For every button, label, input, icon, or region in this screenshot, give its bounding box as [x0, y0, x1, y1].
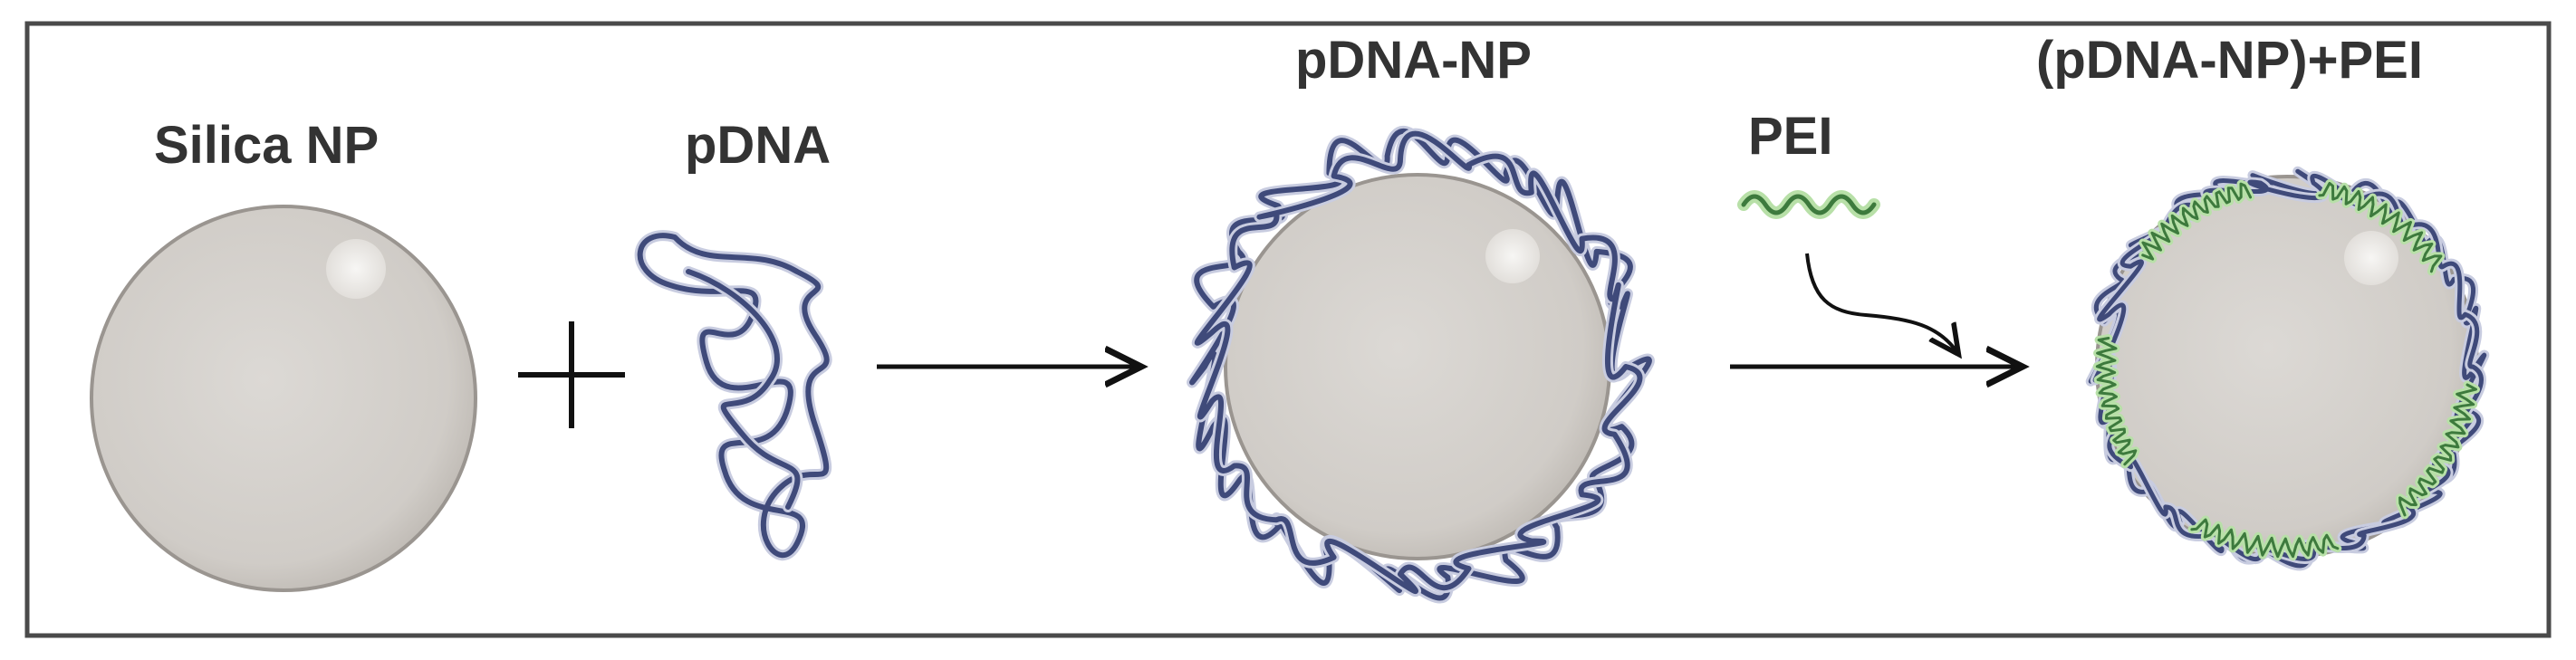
sphere-highlight [326, 239, 386, 299]
pdna-np-pei-label: (pDNA-NP)+PEI [2036, 31, 2423, 90]
pdna-np-pei-complex [2085, 166, 2490, 571]
pdna-strand [634, 230, 832, 561]
pei-coating [2092, 178, 2480, 561]
figure-frame [24, 21, 2552, 638]
plus-icon [518, 321, 625, 428]
pdna-np-label: pDNA-NP [1295, 31, 1532, 90]
pdna-coating [1187, 125, 1655, 604]
curved-arrow [1805, 253, 1956, 351]
pei-strand [1737, 190, 1880, 219]
pei-label: PEI [1748, 107, 1833, 166]
sphere-highlight [2344, 231, 2398, 285]
silica-np-sphere [90, 205, 477, 592]
pdna-label: pDNA [685, 116, 831, 175]
silica-np-label: Silica NP [154, 116, 380, 175]
pdna-np-complex [1187, 125, 1655, 604]
sphere-highlight [1485, 229, 1540, 283]
